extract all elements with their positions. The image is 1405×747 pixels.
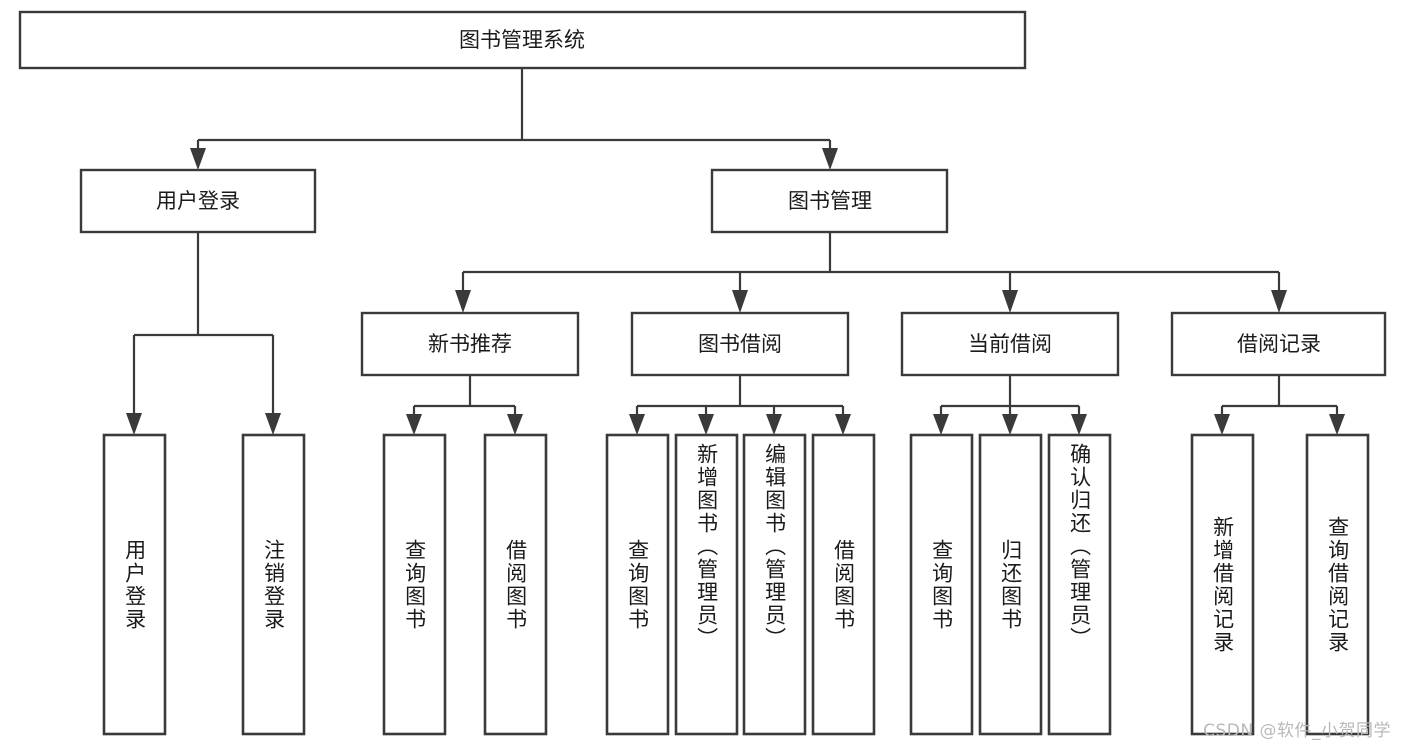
leaf-return-book-box[interactable] xyxy=(978,433,1043,736)
node-current-borrow-label: 当前借阅 xyxy=(968,332,1052,356)
node-new-book-recommend-label: 新书推荐 xyxy=(428,332,512,356)
leaf-confirm-return-box[interactable] xyxy=(1047,433,1112,736)
arrow-to-current-borrow-icon xyxy=(1002,290,1018,313)
node-root-label: 图书管理系统 xyxy=(459,28,585,52)
arrow-to-new-book-recommend-icon xyxy=(455,290,471,313)
arrow-to-leaf-query-book-2-icon xyxy=(629,414,645,435)
leaf-user-login-box[interactable] xyxy=(102,433,167,736)
leaf-query-book-1-box[interactable] xyxy=(382,433,447,736)
arrow-to-leaf-query-book-1-icon xyxy=(406,414,422,435)
node-book-management-label: 图书管理 xyxy=(788,189,872,213)
leaf-query-book-3-box[interactable] xyxy=(909,433,974,736)
arrow-to-borrow-record-icon xyxy=(1271,290,1287,313)
node-book-borrow[interactable]: 图书借阅 xyxy=(630,311,850,377)
node-book-management-box[interactable] xyxy=(710,168,949,234)
leaf-borrow-book-1-box[interactable] xyxy=(483,433,548,736)
node-current-borrow[interactable]: 当前借阅 xyxy=(900,311,1120,377)
arrow-to-leaf-borrow-book-2-icon xyxy=(835,414,851,435)
node-user-login-box[interactable] xyxy=(79,168,317,234)
connector-group-book-management-to-level3 xyxy=(455,232,1287,313)
arrow-to-leaf-add-book-icon xyxy=(698,414,714,435)
node-user-login[interactable]: 用户登录 xyxy=(79,168,317,234)
leaf-add-borrow-record-box[interactable] xyxy=(1190,433,1255,736)
connector-group-root-to-level2 xyxy=(190,68,838,170)
connector-group-book-borrow-to-leaves xyxy=(629,375,851,435)
leaf-boxes-group xyxy=(102,433,1370,736)
arrow-to-leaf-confirm-return-icon xyxy=(1071,414,1087,435)
connector-group-current-borrow-to-leaves xyxy=(933,375,1087,435)
arrow-to-leaf-query-book-3-icon xyxy=(933,414,949,435)
leaf-query-book-2-box[interactable] xyxy=(605,433,670,736)
node-borrow-record-box[interactable] xyxy=(1170,311,1387,377)
leaf-query-borrow-record-box[interactable] xyxy=(1305,433,1370,736)
node-new-book-recommend-box[interactable] xyxy=(360,311,580,377)
node-root-box[interactable] xyxy=(18,10,1027,70)
node-new-book-recommend[interactable]: 新书推荐 xyxy=(360,311,580,377)
connector-group-user-login-to-leaves xyxy=(126,232,281,435)
arrow-to-leaf-return-book-icon xyxy=(1002,414,1018,435)
node-root[interactable]: 图书管理系统 xyxy=(18,10,1027,70)
arrow-to-user-login-icon xyxy=(190,148,206,170)
leaf-add-book-box[interactable] xyxy=(674,433,739,736)
node-book-borrow-label: 图书借阅 xyxy=(698,332,782,356)
connector-group-borrow-record-to-leaves xyxy=(1214,375,1345,435)
leaf-logout-login-box[interactable] xyxy=(241,433,306,736)
node-user-login-label: 用户登录 xyxy=(156,189,240,213)
arrow-to-book-management-icon xyxy=(822,148,838,170)
leaf-borrow-book-2-box[interactable] xyxy=(811,433,876,736)
node-book-borrow-box[interactable] xyxy=(630,311,850,377)
leaf-edit-book-box[interactable] xyxy=(742,433,807,736)
connector-group-new-book-recommend-to-leaves xyxy=(406,375,523,435)
arrow-to-leaf-query-borrow-record-icon xyxy=(1329,414,1345,435)
arrow-to-leaf-edit-book-icon xyxy=(766,414,782,435)
arrow-to-book-borrow-icon xyxy=(732,290,748,313)
arrow-to-leaf-borrow-book-1-icon xyxy=(507,414,523,435)
node-borrow-record[interactable]: 借阅记录 xyxy=(1170,311,1387,377)
arrow-to-leaf-add-borrow-record-icon xyxy=(1214,414,1230,435)
arrow-to-leaf-logout-login-icon xyxy=(265,413,281,435)
node-current-borrow-box[interactable] xyxy=(900,311,1120,377)
arrow-to-leaf-user-login-icon xyxy=(126,413,142,435)
node-borrow-record-label: 借阅记录 xyxy=(1237,332,1321,356)
node-book-management[interactable]: 图书管理 xyxy=(710,168,949,234)
